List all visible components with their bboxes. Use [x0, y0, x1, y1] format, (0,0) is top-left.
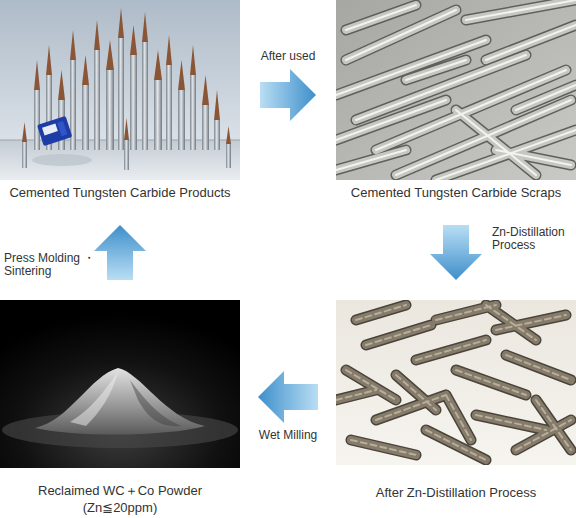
- photo-panel: Cemented Tungsten Carbide Products: [0, 0, 240, 205]
- arrow-label: Zn-Distillation Process: [492, 226, 576, 252]
- flow-arrow: [94, 225, 146, 280]
- photo-caption: Reclaimed WC＋Co Powder (Zn≦20ppm): [30, 482, 210, 516]
- arrow-label: Press Molding ・Sintering: [4, 252, 96, 278]
- photo-caption: Cemented Tungsten Carbide Products: [0, 184, 240, 201]
- arrow-label: After used: [243, 50, 333, 63]
- photo-caption: After Zn-Distillation Process: [336, 484, 576, 501]
- products-photo: [0, 0, 240, 180]
- flow-arrow: [258, 371, 318, 423]
- photo-caption: Cemented Tungsten Carbide Scraps: [336, 184, 576, 201]
- arrow-label: Wet Milling: [243, 429, 333, 442]
- distilled-photo: [336, 300, 576, 465]
- flow-arrow: [260, 69, 316, 121]
- photo-panel: Cemented Tungsten Carbide Scraps: [336, 0, 576, 205]
- powder-photo: [0, 300, 240, 468]
- photo-panel: Reclaimed WC＋Co Powder (Zn≦20ppm): [0, 300, 240, 518]
- flow-arrow: [430, 225, 482, 280]
- photo-panel: After Zn-Distillation Process: [336, 300, 576, 505]
- scraps-photo: [336, 0, 576, 180]
